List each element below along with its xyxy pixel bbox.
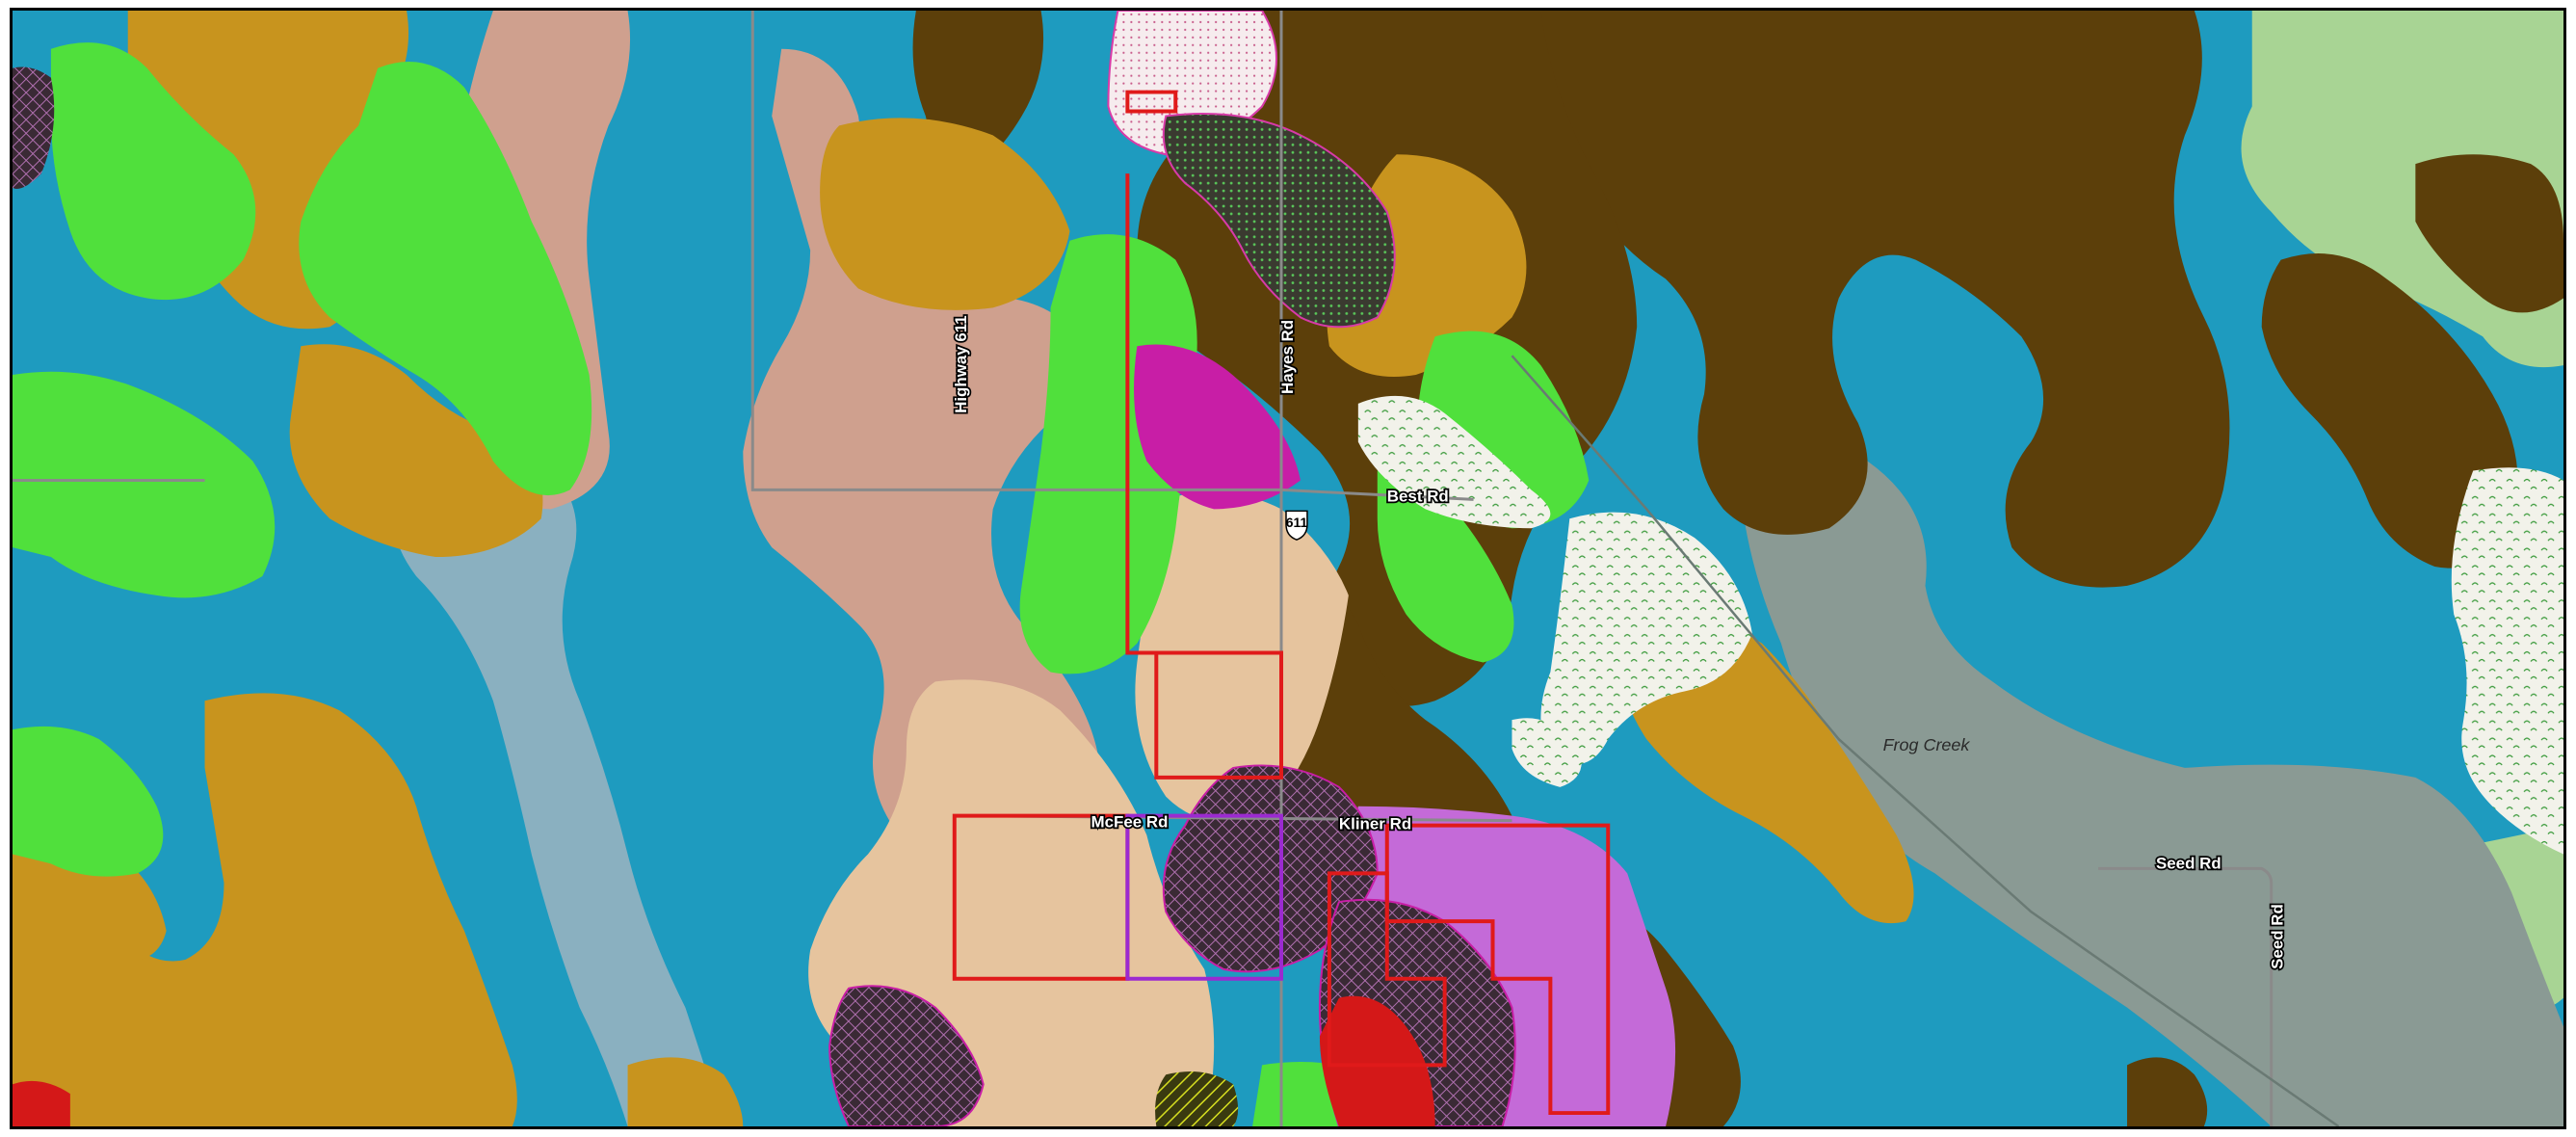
unit-dark-brown-ne bbox=[2415, 154, 2563, 313]
road-seed-rd-line[interactable] bbox=[2098, 866, 2274, 1126]
unit-blue-gray-drainage bbox=[394, 470, 724, 1126]
label-highway-611: Highway 611 bbox=[952, 315, 970, 412]
unit-orange-south bbox=[627, 1057, 744, 1126]
label-hayes-rd: Hayes Rd bbox=[1278, 320, 1297, 394]
unit-bright-green-central bbox=[1019, 234, 1197, 674]
unit-dark-brown-north bbox=[1540, 11, 2230, 588]
unit-gray-creek-corridor bbox=[1742, 453, 2563, 1126]
label-mcfee-rd: McFee Rd bbox=[1091, 813, 1168, 832]
unit-orange-west-2 bbox=[13, 844, 167, 969]
unit-stipple-west-edge bbox=[1511, 718, 1582, 787]
unit-tan-center bbox=[1135, 491, 1349, 823]
unit-dark-brown-east bbox=[2261, 253, 2518, 568]
unit-hatched-sw bbox=[828, 985, 985, 1126]
unit-orange-sw bbox=[13, 693, 517, 1126]
label-best-rd: Best Rd bbox=[1387, 487, 1449, 505]
unit-bright-green-sw bbox=[13, 726, 164, 877]
road-railway bbox=[1511, 355, 2340, 1126]
route-shield-number: 611 bbox=[1286, 515, 1308, 530]
unit-bright-green-west bbox=[13, 371, 276, 598]
label-kliner-rd: Kliner Rd bbox=[1339, 815, 1411, 833]
unit-orange-central bbox=[820, 118, 1070, 310]
unit-yellow-hatched bbox=[1155, 1071, 1239, 1126]
route-shield: 611 bbox=[1285, 510, 1308, 541]
unit-red-solid bbox=[1319, 995, 1435, 1126]
map-canvas[interactable]: 611 Highway 611 Hayes Rd Best Rd McFee R… bbox=[13, 11, 2563, 1126]
unit-bright-green-best bbox=[1377, 470, 1514, 663]
road-best-rd-line[interactable] bbox=[1280, 488, 1474, 501]
unit-stipple-center bbox=[1540, 512, 1752, 765]
unit-orange-creek bbox=[1620, 618, 1914, 924]
unit-hatched-nw-edge bbox=[13, 66, 55, 190]
parcel-outline-purple[interactable] bbox=[1125, 813, 1284, 981]
unit-stipple-east bbox=[2451, 467, 2563, 855]
unit-red-sw-edge bbox=[13, 1080, 70, 1126]
unit-dark-brown-se bbox=[2127, 1057, 2208, 1126]
label-seed-rd-h: Seed Rd bbox=[2156, 854, 2221, 872]
unit-pink-tan-central bbox=[743, 48, 1099, 877]
map-frame[interactable]: 611 Highway 611 Hayes Rd Best Rd McFee R… bbox=[10, 8, 2566, 1129]
label-seed-rd-v: Seed Rd bbox=[2269, 904, 2287, 969]
unit-magenta bbox=[1134, 344, 1301, 510]
unit-green-dotted bbox=[1162, 112, 1396, 329]
unit-bright-green-nw2 bbox=[299, 62, 592, 496]
unit-bright-green-nw bbox=[50, 42, 256, 301]
unit-orange-west bbox=[289, 344, 543, 558]
label-frog-creek: Frog Creek bbox=[1883, 735, 1971, 754]
